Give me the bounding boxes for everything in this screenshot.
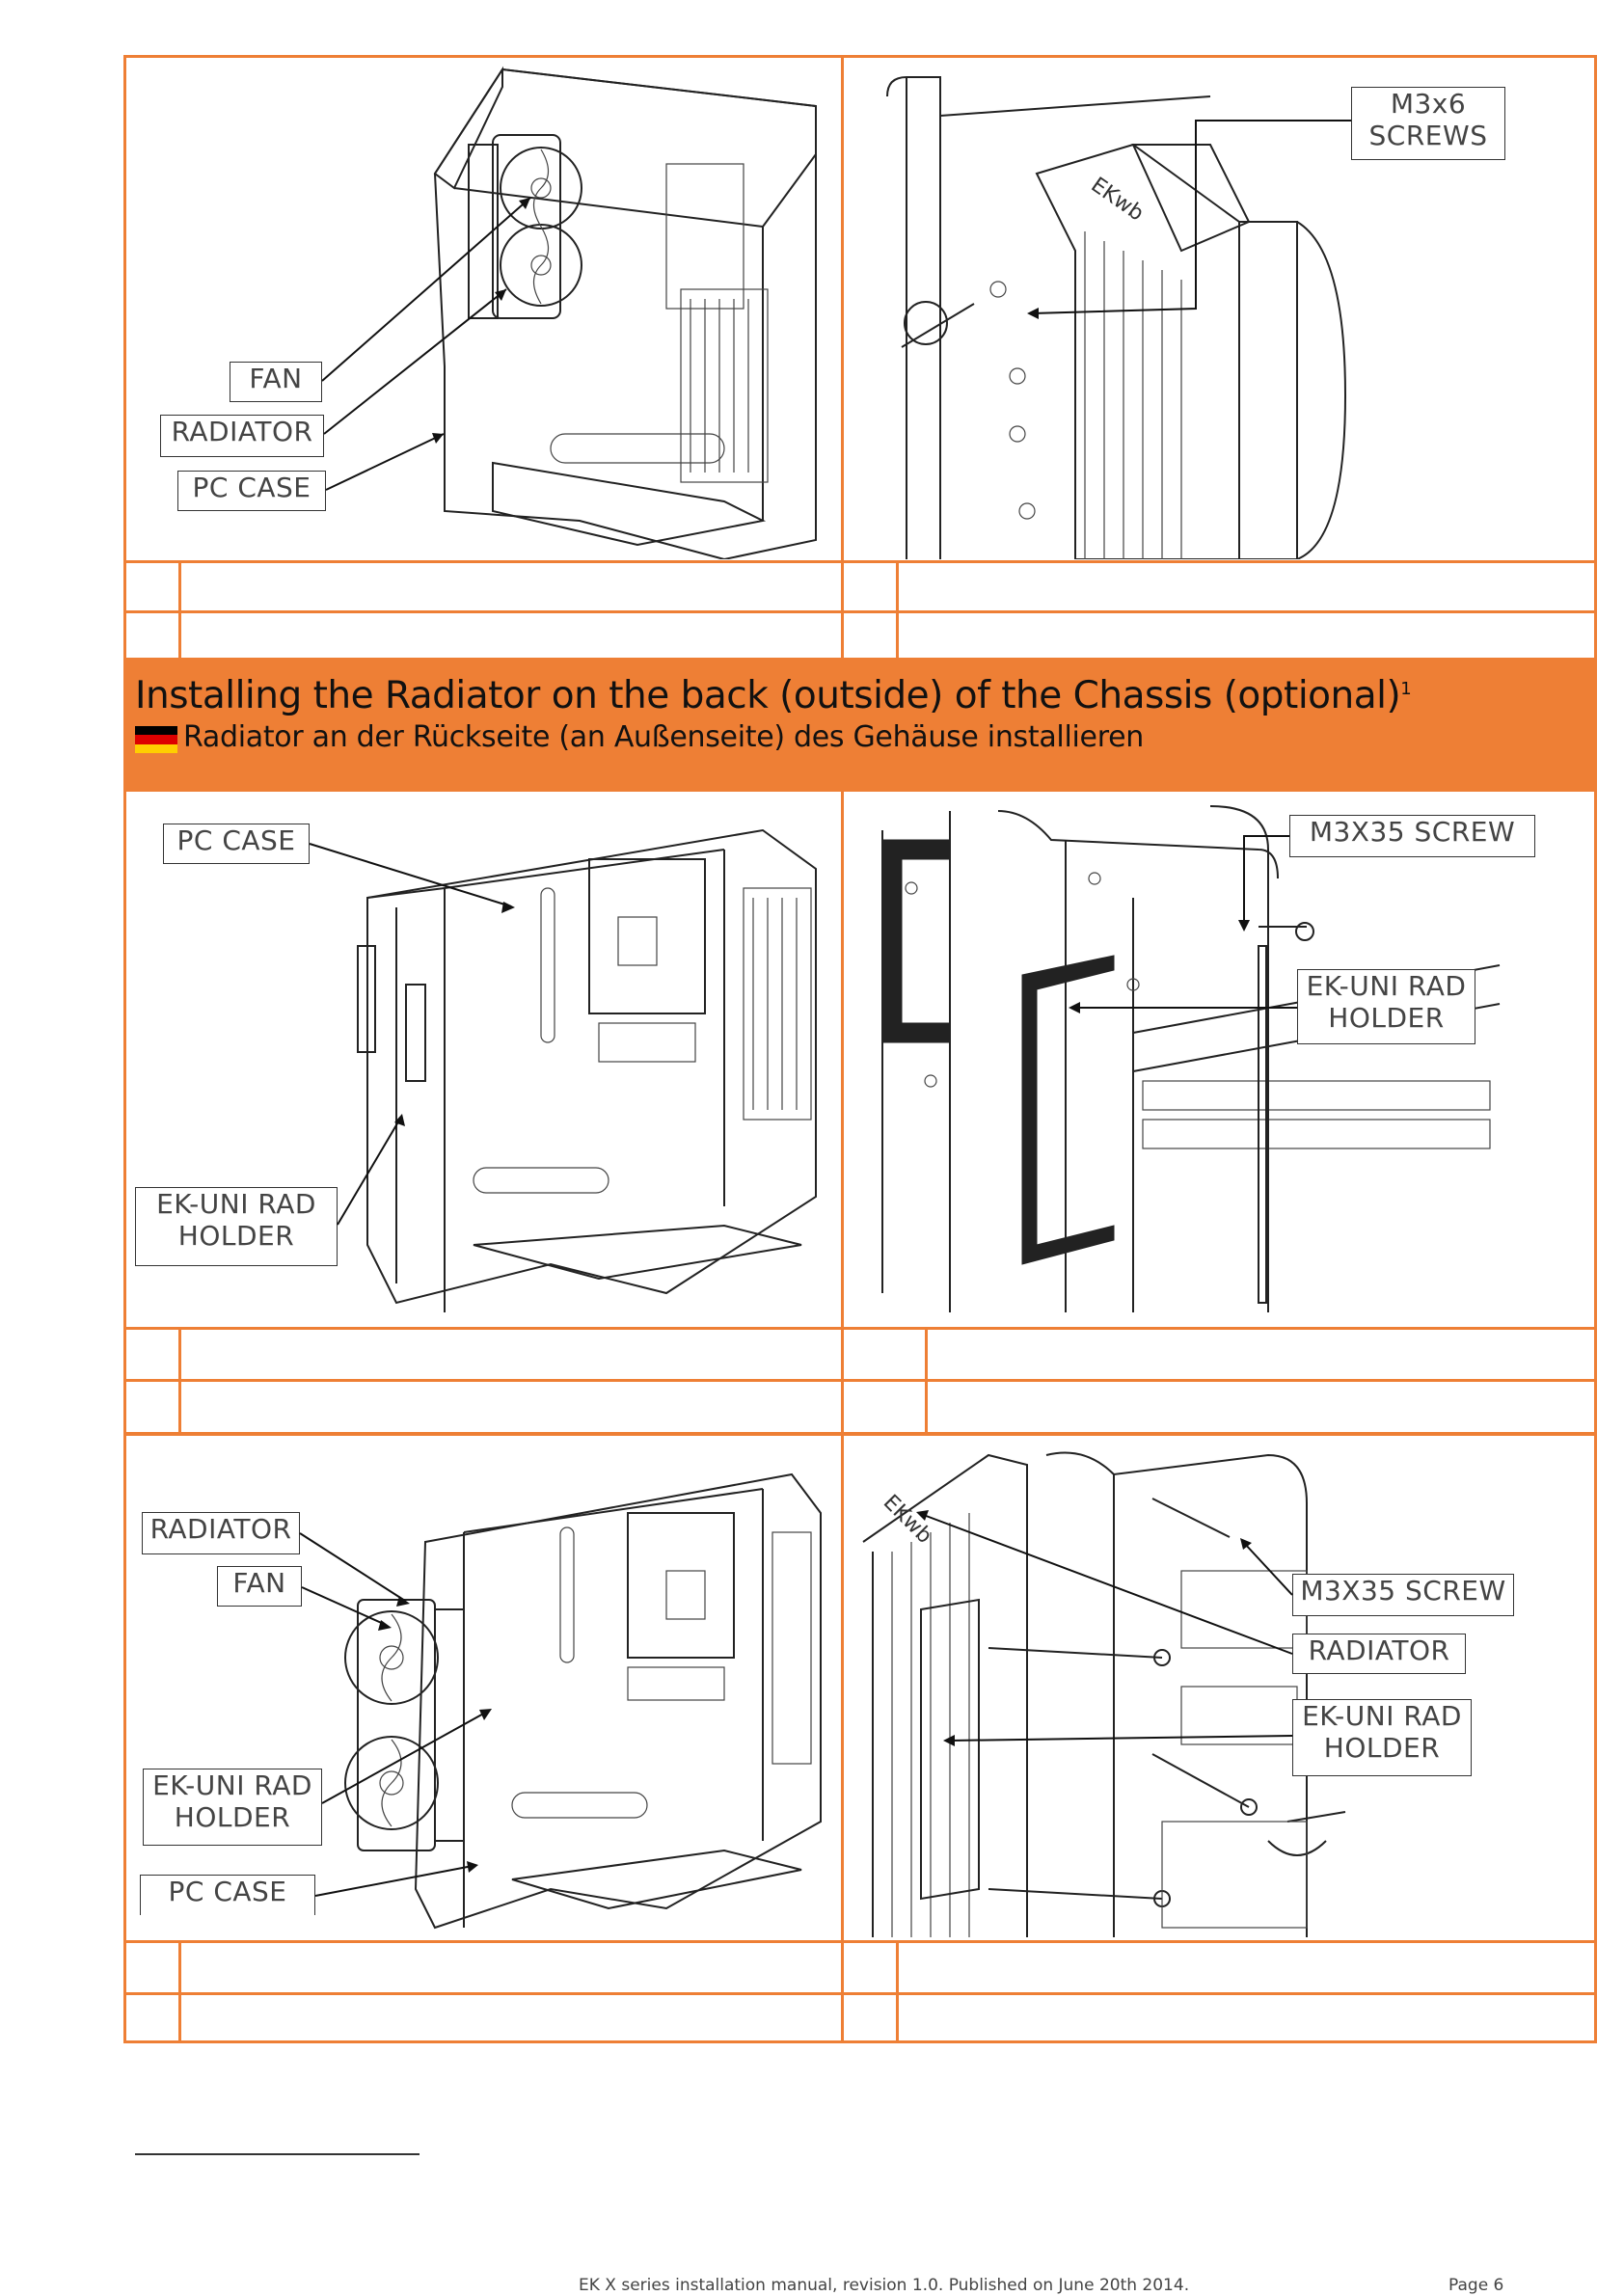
section2-row-line-2 [123,1379,1597,1382]
section3-divider [841,1433,844,2043]
section1-divider [841,55,844,661]
section2-divider [841,789,844,1435]
section1-row-line-1 [123,560,1597,563]
ek-uni-rad-holder-label-right: EK-UNI RAD HOLDER [1297,969,1475,1044]
ek-uni-rad-holder-label-3-left: EK-UNI RAD HOLDER [143,1769,322,1846]
radiator-label-3-left: RADIATOR [142,1512,300,1554]
pc-case-label: PC CASE [177,471,326,511]
m3x35-screw-label: M3X35 SCREW [1289,815,1535,857]
footer-text: EK X series installation manual, revisio… [579,2276,1190,2295]
section2-step-cell-left [178,1327,181,1435]
section3-step-cell-right [896,1940,899,2043]
fan-label-3: FAN [217,1566,302,1607]
section2-callout-arrows [309,835,1297,1226]
section1-step-cell-left [178,560,181,661]
section1-row-line-2 [123,610,1597,613]
page-number: Page 6 [1448,2276,1504,2295]
pc-case-label-3: PC CASE [140,1875,315,1915]
section3-frame [123,1433,1597,2043]
section3-row-line-1 [123,1940,1597,1943]
ek-uni-rad-holder-label-left: EK-UNI RAD HOLDER [135,1187,338,1266]
section3-holder-drawing: EKwb [862,1451,1346,1937]
section2-case-drawing [357,828,817,1312]
banner-title-en: Installing the Radiator on the back (out… [135,674,1412,717]
section2-holder-drawing [881,805,1501,1312]
section3-case-drawing [344,1472,822,1930]
section1-case-drawing [433,66,817,559]
screws-label: M3x6 SCREWS [1351,87,1505,160]
section-banner: Installing the Radiator on the back (out… [123,659,1597,791]
section3-callout-arrows [299,1510,1293,1897]
m3x35-screw-label-3: M3X35 SCREW [1292,1574,1514,1616]
fan-label: FAN [230,362,322,402]
section3-step-cell-left [178,1940,181,2043]
german-flag-icon [135,726,177,753]
section1-callout-arrows [321,120,1351,491]
section2-step-cell-right [925,1327,928,1435]
radiator-label: RADIATOR [160,415,324,457]
footnote-mark: 1 [1400,679,1412,699]
ek-uni-rad-holder-label-3-right: EK-UNI RAD HOLDER [1292,1699,1472,1776]
pc-case-label-2: PC CASE [163,824,310,864]
banner-title-de: Radiator an der Rückseite (an Außenseite… [183,720,1144,754]
section2-row-line-1 [123,1327,1597,1330]
radiator-label-3-right: RADIATOR [1292,1634,1466,1674]
footnote-separator [135,2153,420,2155]
section1-screws-drawing: EKwb [886,76,1347,559]
section3-row-line-2 [123,1992,1597,1995]
section1-step-cell-right [896,560,899,661]
